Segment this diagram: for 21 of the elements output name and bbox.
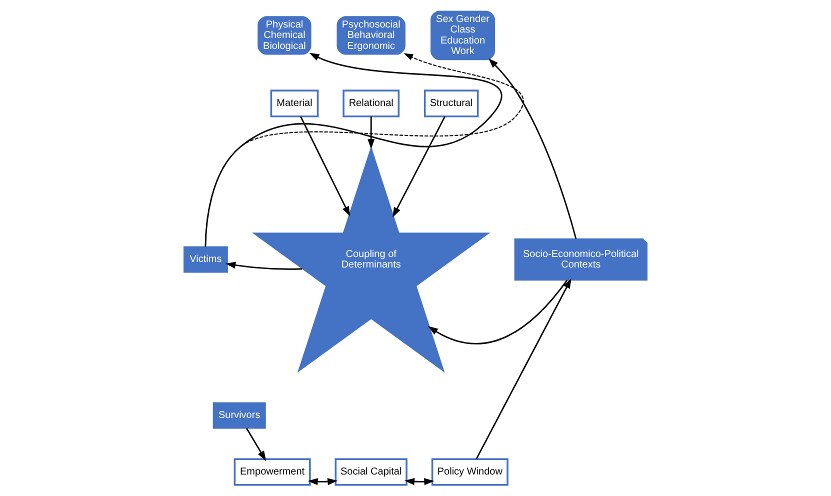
arrow — [246, 428, 266, 461]
node-box: Social Capital — [334, 458, 408, 486]
node-box: Material — [270, 90, 319, 118]
arrow — [226, 262, 302, 270]
arrow — [404, 478, 434, 486]
node-box: Physical Chemical Biological — [258, 16, 312, 55]
node-box: Victims — [184, 246, 228, 273]
arrow — [428, 280, 568, 344]
node-box: Structural — [424, 90, 479, 118]
arrow — [488, 58, 577, 239]
node-box: Psychosocial Behavioral Ergonomic — [336, 16, 406, 55]
arrow — [308, 478, 338, 486]
node-box: Survivors — [212, 402, 266, 429]
node-box: Empowerment — [234, 458, 311, 486]
node-box: Sex Gender Class Education Work — [430, 10, 495, 60]
arrow — [300, 116, 350, 216]
node-box: Policy Window — [431, 458, 508, 486]
node-box: Relational — [342, 90, 400, 118]
arrow — [392, 116, 446, 218]
arrow — [476, 278, 572, 460]
arrow — [368, 116, 375, 150]
